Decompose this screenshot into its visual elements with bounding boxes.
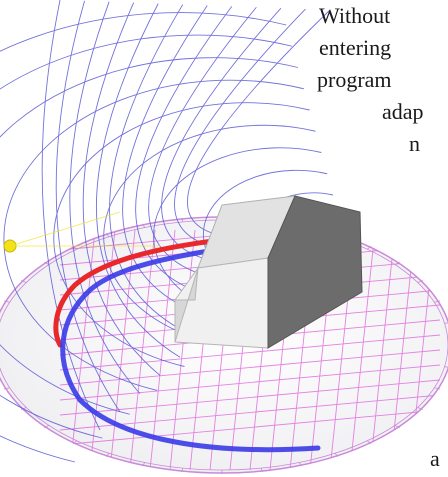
building-model	[174, 195, 363, 349]
ring-tick	[394, 261, 400, 266]
sun-path-blue	[60, 229, 321, 453]
ring-tick	[434, 387, 441, 390]
dome-latitude-line	[0, 57, 299, 415]
ground-grid-line	[59, 349, 441, 386]
paragraph-line-5: n	[409, 131, 420, 156]
dome-meridian-line	[41, 0, 101, 431]
ring-tick	[3, 387, 10, 390]
dome-meridian-line	[109, 4, 201, 340]
paragraph-line-2: entering	[319, 35, 392, 60]
ring-tick	[260, 467, 263, 473]
ground-grid-line	[59, 394, 441, 431]
dome-meridian-line	[69, 1, 141, 394]
ring-tick	[394, 424, 400, 429]
paragraph-line-4: adap	[382, 99, 424, 124]
ring-tick	[3, 300, 10, 303]
ground-grid-line	[59, 409, 441, 446]
dome-latitude-line	[3, 79, 304, 391]
ring-tick	[417, 407, 424, 410]
ring-tick	[298, 462, 302, 467]
ring-tick	[181, 467, 184, 473]
dome-meridian-line	[96, 3, 181, 358]
ring-tick	[105, 452, 110, 457]
sun-rays	[9, 211, 160, 247]
building-front	[174, 257, 269, 349]
ground-grid-line	[59, 379, 441, 416]
ring-tick	[367, 440, 372, 445]
dome-latitude-line	[53, 102, 310, 367]
ring-tick	[417, 280, 424, 283]
ring-tick	[142, 223, 146, 228]
dome-latitude-line	[0, 12, 287, 463]
ring-tick	[434, 300, 441, 303]
ground-grid-line	[149, 229, 176, 471]
building-side-edge	[174, 267, 199, 343]
paragraph-line-1: Without	[319, 3, 391, 28]
ring-tick	[142, 462, 146, 467]
paragraph-line-6: a	[430, 446, 440, 471]
dome-meridian-line	[82, 2, 161, 376]
dome-latitude-line	[103, 124, 316, 344]
ring-tick	[20, 280, 27, 283]
dome-meridian-line	[55, 0, 121, 413]
ground-grid-line	[349, 229, 376, 471]
dome-latitude-line	[0, 34, 293, 439]
building-side-dark	[267, 195, 363, 349]
ring-tick	[72, 440, 77, 445]
ground-grid-line	[59, 334, 441, 371]
ground-grid-line	[59, 364, 441, 401]
ground-grid-line	[369, 229, 396, 471]
ring-tick	[181, 217, 184, 223]
ring-tick	[20, 407, 27, 410]
ring-tick	[44, 424, 50, 429]
ring-tick	[44, 261, 50, 266]
paragraph-line-3: program	[317, 67, 392, 92]
ring-tick	[367, 245, 372, 250]
ring-tick	[105, 233, 110, 238]
ring-tick	[334, 452, 339, 457]
